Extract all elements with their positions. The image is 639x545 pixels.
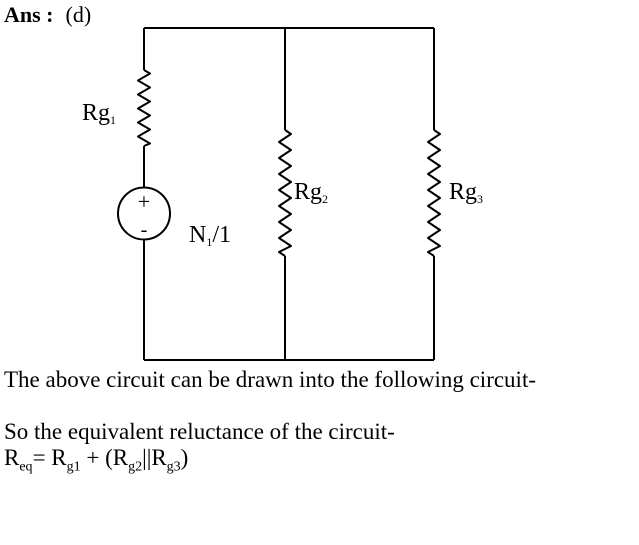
label-rg1-base: Rg [82,100,110,126]
resistor-rg3-zigzag [427,129,441,257]
mmf-source-circle [117,186,171,241]
label-rg3-sub: 3 [477,192,483,206]
label-rg1: Rg1 [82,100,116,127]
label-mmf-rest: /1 [212,222,231,248]
answer-heading: Ans : (d) [4,2,91,28]
source-plus-sign: + [138,189,150,214]
label-mmf-base: N [189,222,206,248]
explanation-line-2: So the equivalent reluctance of the circ… [4,419,395,444]
formula-plus: + (R [80,445,129,470]
explanation-line-1: The above circuit can be drawn into the … [4,367,536,392]
label-rg3: Rg3 [449,179,483,206]
resistor-rg2-zigzag [278,129,292,257]
resistor-rg1-zigzag [137,69,151,147]
formula-term3-sub: g3 [166,459,181,475]
source-minus-sign: - [141,219,148,241]
formula-lhs-sub: eq [19,459,33,475]
formula-term2-sub: g2 [128,459,143,475]
label-rg2-base: Rg [294,179,322,205]
label-rg2-sub: 2 [322,192,328,206]
label-rg3-base: Rg [449,179,477,205]
label-mmf-sub: 1 [206,235,212,249]
formula-term1-sub: g1 [66,459,81,475]
label-rg2: Rg2 [294,179,328,206]
formula-lhs: R [4,445,20,470]
label-rg1-sub: 1 [110,113,116,127]
label-mmf: N1/1 [189,222,231,249]
answer-label: Ans : [4,2,54,27]
answer-option: (d) [65,2,92,27]
equivalent-reluctance-formula: Req= Rg1 + (Rg2||Rg3) [4,445,570,481]
formula-equals: = R [32,445,67,470]
formula-parallel: ||R [142,445,167,470]
formula-close: ) [180,445,189,470]
